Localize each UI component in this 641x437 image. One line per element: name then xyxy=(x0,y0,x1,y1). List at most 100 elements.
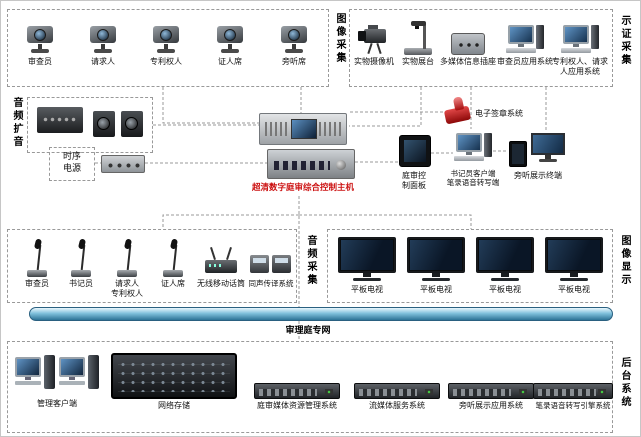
patentee-requester-app-system: 专利权人、请求人应用系统 xyxy=(551,13,609,77)
document-camera-icon xyxy=(402,19,434,55)
stamp-icon xyxy=(443,96,473,129)
evidence-capture-section-label: 示证采集 xyxy=(619,15,630,67)
flat-tv-2: 平板电视 xyxy=(404,235,468,295)
device-label: 实物展台 xyxy=(402,57,434,66)
audio-amplification-box xyxy=(27,97,153,153)
esign-label: 电子签章系统 xyxy=(475,109,523,118)
audio-capture-box xyxy=(7,229,297,303)
device-label: 平板电视 xyxy=(489,285,521,294)
wireless-mic-icon xyxy=(203,247,239,277)
media-socket: 多媒体信息插座 xyxy=(439,13,497,67)
ptz-camera-icon xyxy=(23,23,57,55)
tv-icon xyxy=(476,237,534,283)
device-label: 证人席 xyxy=(161,279,185,288)
gooseneck-mic-icon xyxy=(161,238,185,277)
court-private-network-pipe xyxy=(29,307,613,321)
device-label: 无线移动话筒 xyxy=(197,279,245,288)
device-label: 多媒体信息插座 xyxy=(440,57,496,66)
device-label: 流媒体服务系统 xyxy=(369,401,425,410)
evidence-capture-box xyxy=(349,9,613,87)
image-capture-section-label: 图像采集 xyxy=(334,13,345,65)
ptz-camera-icon xyxy=(213,23,247,55)
touch-panel-icon xyxy=(399,135,431,167)
amplifier-icon xyxy=(37,107,83,133)
device-label: 实物摄像机 xyxy=(354,57,394,66)
clerk-label-line1: 书记员客户端 xyxy=(450,169,496,178)
clerk-mic: 书记员 xyxy=(59,238,103,289)
device-label: 管理客户端 xyxy=(37,399,77,408)
rack-server-icon xyxy=(533,383,613,399)
video-matrix-icon xyxy=(259,113,347,145)
tv-icon xyxy=(338,237,396,283)
network-label: 审理庭专网 xyxy=(285,326,331,336)
device-label: 旁听展示应用系统 xyxy=(459,401,523,410)
document-camera: 实物展台 xyxy=(397,13,439,67)
patentee-camera: 专利权人 xyxy=(137,13,195,67)
image-capture-box xyxy=(7,9,329,87)
streaming-media-server: 流媒体服务系统 xyxy=(351,353,443,411)
interpreter-unit-icon xyxy=(250,247,292,277)
desktop-computer-icon xyxy=(560,25,600,55)
power-strip-icon xyxy=(101,155,145,173)
media-resource-server: 庭审媒体资源管理系统 xyxy=(247,353,347,411)
image-display-section-label: 图像显示 xyxy=(619,235,630,287)
device-label: 专利权人 xyxy=(150,57,182,66)
flat-tv-1: 平板电视 xyxy=(335,235,399,295)
requester-patentee-mic: 请求人 专利权人 xyxy=(103,238,151,299)
device-label: 证人席 xyxy=(218,57,242,66)
ptz-camera-icon xyxy=(149,23,183,55)
audio-capture-section-label: 音频采集 xyxy=(305,235,316,287)
media-socket-icon xyxy=(451,33,485,55)
audience-display-app-server: 旁听展示应用系统 xyxy=(445,353,537,411)
examiner-mic: 审查员 xyxy=(15,238,59,289)
management-client: 管理客户端 xyxy=(13,351,101,409)
device-label: 书记员 xyxy=(69,279,93,288)
desktop-computer-icon xyxy=(15,353,55,397)
device-label: 审查员 xyxy=(25,279,49,288)
audience-monitor-icon xyxy=(531,133,565,165)
gooseneck-mic-icon xyxy=(69,238,93,277)
audience-tablet-icon xyxy=(509,141,527,167)
sequential-power-label: 时序电源 xyxy=(62,152,81,174)
rack-server-icon xyxy=(448,383,534,399)
storage-array-icon xyxy=(111,353,237,399)
device-label: 网络存储 xyxy=(158,401,190,410)
gooseneck-mic-icon xyxy=(25,238,49,277)
ptz-camera-icon xyxy=(277,23,311,55)
audience-camera: 旁听席 xyxy=(265,13,323,67)
control-host-icon xyxy=(267,149,355,179)
desktop-computer-icon xyxy=(59,353,99,397)
rack-server-icon xyxy=(254,383,340,399)
witness-camera: 证人席 xyxy=(201,13,259,67)
control-host-label: 超清数字庭审综合控制主机 xyxy=(251,183,354,193)
speaker-icon xyxy=(93,111,115,137)
flat-tv-3: 平板电视 xyxy=(473,235,537,295)
desktop-computer-icon xyxy=(505,25,545,55)
object-camera: 实物摄像机 xyxy=(351,13,397,67)
ptz-camera-icon xyxy=(86,23,120,55)
transcription-engine-server: 笔录语音转写引擎系统 xyxy=(533,353,613,410)
wireless-mic: 无线移动话筒 xyxy=(195,239,247,289)
device-label: 笔录语音转写引擎系统 xyxy=(535,401,611,410)
audio-amplification-section-label: 音频扩音 xyxy=(11,97,22,149)
examiner-camera: 审查员 xyxy=(11,13,69,67)
rack-server-icon xyxy=(354,383,440,399)
device-label: 庭审媒体资源管理系统 xyxy=(257,401,337,410)
clerk-label-line2: 笔录语音转写端 xyxy=(446,178,500,187)
requester-camera: 请求人 xyxy=(74,13,132,67)
device-label: 平板电视 xyxy=(558,285,590,294)
device-label: 平板电视 xyxy=(420,285,452,294)
examiner-app-system: 审查员应用系统 xyxy=(497,13,553,67)
device-label: 请求人 专利权人 xyxy=(111,279,143,298)
image-display-box xyxy=(327,229,613,303)
network-storage: 网络存储 xyxy=(107,351,241,411)
witness-mic: 证人席 xyxy=(151,238,195,289)
speaker-icon xyxy=(121,111,143,137)
device-label: 同声传译系统 xyxy=(248,279,294,288)
video-camera-icon xyxy=(356,23,392,55)
tv-icon xyxy=(545,237,603,283)
device-label: 旁听席 xyxy=(282,57,306,66)
audience-terminal-label: 旁听展示终端 xyxy=(514,171,562,180)
